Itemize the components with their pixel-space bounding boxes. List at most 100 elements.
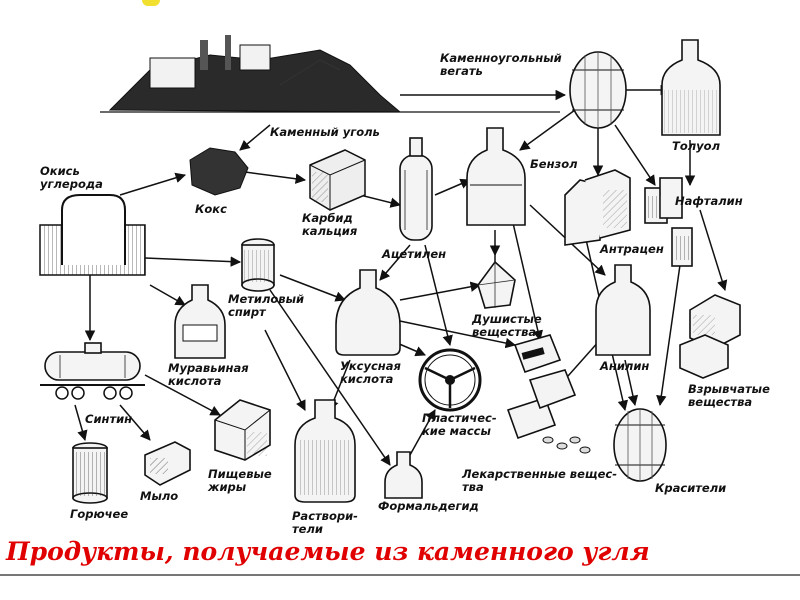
label-carbide-line: кальция <box>302 224 358 238</box>
label-medicines: Лекарственные вещес-тва <box>461 467 617 494</box>
label-medicines-line: Лекарственные вещес- <box>461 467 617 481</box>
label-co-line: Окись <box>40 164 80 178</box>
label-aniline-line: Анилин <box>599 359 649 373</box>
label-naphthalene-line: Нафталин <box>675 194 743 208</box>
toluene-bottle <box>661 39 721 136</box>
arrow-acetylene-plastics <box>424 244 453 347</box>
arrow-carbide-acetylene <box>359 194 402 208</box>
arrow-methanol-formaldehyde <box>269 289 391 466</box>
label-soap: Мыло <box>140 489 178 503</box>
label-coal: Каменный уголь <box>270 125 380 139</box>
label-formic-line: кислота <box>168 374 222 388</box>
tank-car <box>40 342 145 400</box>
food-fats-boxes <box>214 399 271 461</box>
label-dyes: Красители <box>655 481 726 495</box>
label-soap-line: Мыло <box>140 489 178 503</box>
label-toluene: Толуол <box>672 139 721 153</box>
label-fats-line: жиры <box>207 480 247 494</box>
label-acetic-line: кислота <box>340 372 394 386</box>
label-benzene-line: Бензол <box>530 157 578 171</box>
arrow-tank-fuel <box>74 404 88 442</box>
co-apparatus <box>39 194 146 276</box>
label-fuel: Горючее <box>70 507 128 521</box>
label-aniline: Анилин <box>599 359 649 373</box>
arrow-tar-naphthalene <box>614 124 656 186</box>
label-tar-line: Каменноугольный <box>440 51 562 65</box>
label-fats-line: Пищевые <box>208 467 272 481</box>
medicine-packs <box>506 334 591 454</box>
top-yellow-mark <box>142 0 160 6</box>
diagram-caption: Продукты, получаемые из каменного угля <box>6 537 650 566</box>
label-perfume-line: Душистые <box>471 312 542 326</box>
arrow-co-formic <box>149 284 186 306</box>
label-solvents-line: Раствори- <box>292 509 358 523</box>
label-syntin: Синтин <box>85 412 132 426</box>
label-coke-line: Кокс <box>195 202 227 216</box>
soap-bar <box>144 441 191 486</box>
label-plastics-line: кие массы <box>422 424 491 438</box>
label-formic-line: Муравьиная <box>168 361 249 375</box>
fuel-barrel <box>72 442 108 504</box>
carbide-box <box>309 149 366 211</box>
label-anthracene: Антрацен <box>599 242 664 256</box>
acetic-acid-flask <box>335 269 401 356</box>
arrow-coke-carbide <box>244 171 307 184</box>
perfume-flask <box>477 245 516 309</box>
label-anthracene-line: Антрацен <box>599 242 664 256</box>
label-syntin-line: Синтин <box>85 412 132 426</box>
benzene-bottle <box>466 127 526 226</box>
label-tar-line: вегать <box>440 64 483 78</box>
label-toluene-line: Толуол <box>672 139 721 153</box>
anthracene-blocks <box>564 169 631 246</box>
plastics-wheel <box>418 348 482 412</box>
arrow-acetic-medicines <box>394 319 517 349</box>
label-acetylene: Ацетилен <box>381 247 446 261</box>
arrow-formaldehyde-plastics <box>409 409 436 456</box>
arrow-coal-coke <box>239 124 271 151</box>
label-co-line: углерода <box>40 177 103 191</box>
label-benzene: Бензол <box>530 157 578 171</box>
arrow-methanol-solvents <box>264 329 306 411</box>
label-acetylene-line: Ацетилен <box>381 247 446 261</box>
arrow-acetylene-acetic <box>379 244 411 281</box>
arrow-acetic-perfume <box>399 281 482 301</box>
label-formaldehyde: Формальдегид <box>378 499 479 513</box>
arrow-aniline-dyes <box>624 359 639 407</box>
label-dyes-line: Красители <box>655 481 726 495</box>
label-coal-line: Каменный уголь <box>270 125 380 139</box>
formic-acid-bottle <box>174 284 226 359</box>
arrow-naphthalene-dyes <box>656 264 681 407</box>
arrow-benzene-medicines <box>509 209 543 342</box>
label-solvents: Раствори-тели <box>292 509 358 536</box>
arrow-co-methanol <box>144 256 242 267</box>
solvents-jug <box>294 399 356 503</box>
label-acetic-line: Уксусная <box>340 359 402 373</box>
label-naphthalene: Нафталин <box>675 194 743 208</box>
label-plastics: Пластичес-кие массы <box>422 411 497 438</box>
coke-lump <box>189 147 249 196</box>
dyes-barrel <box>613 408 667 482</box>
arrow-tank-fats <box>144 374 221 416</box>
arrow-acetylene-benzene <box>434 178 471 196</box>
label-perfume-line: вещества <box>472 325 536 339</box>
arrow-co-coke <box>119 172 187 196</box>
label-carbide-line: Карбид <box>302 211 353 225</box>
label-explosives-line: Взрывчатые <box>688 382 770 396</box>
label-fuel-line: Горючее <box>70 507 128 521</box>
label-medicines-line: тва <box>462 480 484 494</box>
arrow-naphthalene-explosives <box>699 209 728 292</box>
label-methanol-line: спирт <box>228 305 267 319</box>
label-explosives-line: вещества <box>688 395 752 409</box>
naphthalene-jars <box>644 177 693 267</box>
acetylene-cylinder <box>399 137 433 241</box>
label-formaldehyde-line: Формальдегид <box>378 499 479 513</box>
aniline-bottle <box>595 264 651 356</box>
